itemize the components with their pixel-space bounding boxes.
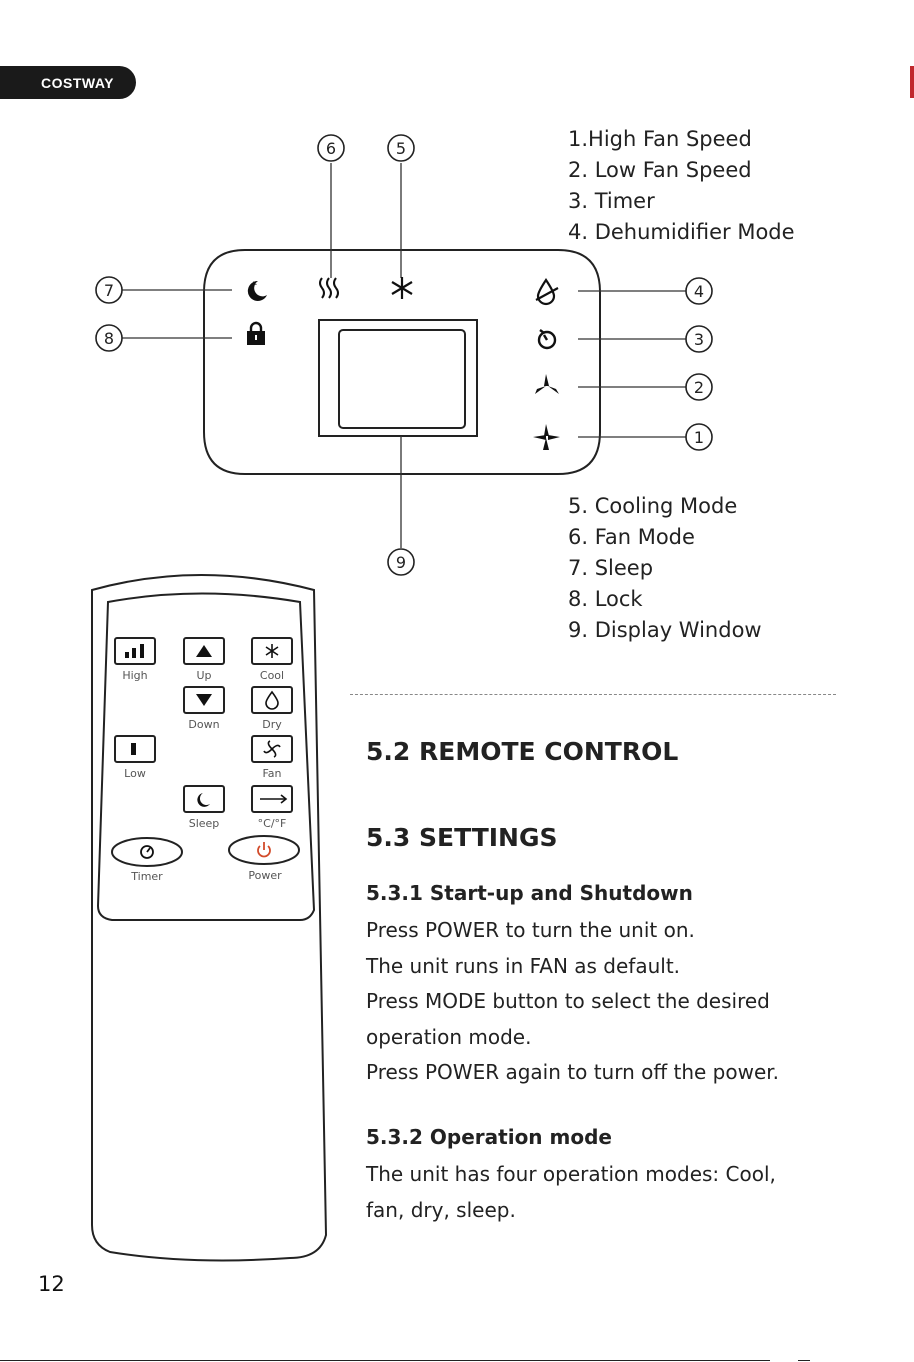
down-arrow-icon [196,694,212,706]
remote-cool-button[interactable] [251,637,293,665]
control-panel [203,249,601,475]
legend-item: 3. Timer [568,189,655,213]
remote-up-label: Up [196,669,211,682]
text-line: fan, dry, sleep. [366,1197,516,1222]
callout-8: 8 [104,329,114,348]
remote-up-button[interactable] [183,637,225,665]
arrow-right-icon [260,794,288,804]
edge-mark [910,66,914,98]
svg-text:+: + [250,280,258,290]
remote-body [91,574,328,1262]
moon-icon [197,793,210,807]
fan-mode-icon [319,277,339,299]
remote-unit-button[interactable] [251,785,293,813]
remote-timer-label: Timer [130,870,163,883]
text-line: Press POWER to turn the unit on. [366,918,695,942]
operation-paragraph: The unit has four operation modes: Cool,… [366,1157,776,1228]
footer-dash [798,1360,810,1361]
remote-power-button[interactable] [228,835,300,865]
callout-1: 1 [694,428,704,447]
remote-fan-label: Fan [262,767,281,780]
remote-low-button[interactable] [114,735,156,763]
remote-fan-button[interactable] [251,735,293,763]
callout-3: 3 [694,330,704,349]
section-heading-settings: 5.3 SETTINGS [366,823,558,852]
legend-top: 1.High Fan Speed 2. Low Fan Speed 3. Tim… [568,124,795,248]
text-line: The unit runs in FAN as default. [366,953,681,978]
low-fan-icon [535,374,559,394]
legend-item: 6. Fan Mode [568,525,695,549]
remote-sleep-label: Sleep [189,817,220,830]
remote-down-label: Down [188,718,219,731]
dehumidifier-icon [535,278,559,306]
clock-icon [140,845,154,859]
remote-power-label: Power [248,869,282,882]
remote-sleep-button[interactable] [183,785,225,813]
callout-circles [95,134,713,576]
legend-item: 8. Lock [568,587,643,611]
legend-item: 9. Display Window [568,618,762,642]
remote-buttons [111,637,300,867]
snowflake-icon [391,277,413,299]
text-line: operation mode. [366,1024,532,1049]
signal-bars-icon [125,644,144,658]
callout-2: 2 [694,378,704,397]
legend-item: 4. Dehumidifier Mode [568,220,795,244]
single-bar-icon [131,743,136,755]
snowflake-small-icon [265,644,279,658]
subheading-startup: 5.3.1 Start-up and Shutdown [366,881,693,905]
high-fan-icon [533,424,560,450]
callout-9: 9 [396,553,406,572]
remote-timer-button[interactable] [111,837,183,867]
remote-dry-button[interactable] [251,686,293,714]
display-window [318,319,478,437]
sleep-icon: + [247,280,267,301]
brand-logo: COSTWAY [0,66,136,99]
footer-rule [0,1360,770,1361]
section-heading-remote: 5.2 REMOTE CONTROL [366,737,679,766]
up-arrow-icon [196,645,212,657]
remote-high-label: High [122,669,147,682]
callout-7: 7 [104,281,114,300]
legend-item: 1.High Fan Speed [568,127,752,151]
text-line: The unit has four operation modes: Cool, [366,1162,776,1186]
timer-icon [537,329,557,350]
remote-high-button[interactable] [114,637,156,665]
remote-down-button[interactable] [183,686,225,714]
legend-item: 5. Cooling Mode [568,494,738,518]
callout-4: 4 [694,282,704,301]
power-icon [257,842,271,858]
subheading-operation: 5.3.2 Operation mode [366,1125,612,1149]
remote-cool-label: Cool [260,669,284,682]
startup-paragraph: Press POWER to turn the unit on. The uni… [366,913,779,1091]
text-line: Press POWER again to turn off the power. [366,1060,780,1084]
callout-5: 5 [396,139,406,158]
legend-bottom: 5. Cooling Mode 6. Fan Mode 7. Sleep 8. … [568,491,762,646]
remote-unit-label: °C/°F [258,817,287,830]
leader-lines [122,163,686,548]
callout-6: 6 [326,139,336,158]
remote-low-label: Low [124,767,146,780]
page-number: 12 [38,1272,65,1296]
fan-blade-icon [263,740,281,758]
text-line: Press MODE button to select the desired [366,989,770,1013]
drop-icon [265,690,279,710]
legend-item: 2. Low Fan Speed [568,158,752,182]
lock-icon [247,321,265,345]
remote-dry-label: Dry [262,718,282,731]
legend-item: 7. Sleep [568,556,654,580]
dashed-divider [350,694,836,695]
